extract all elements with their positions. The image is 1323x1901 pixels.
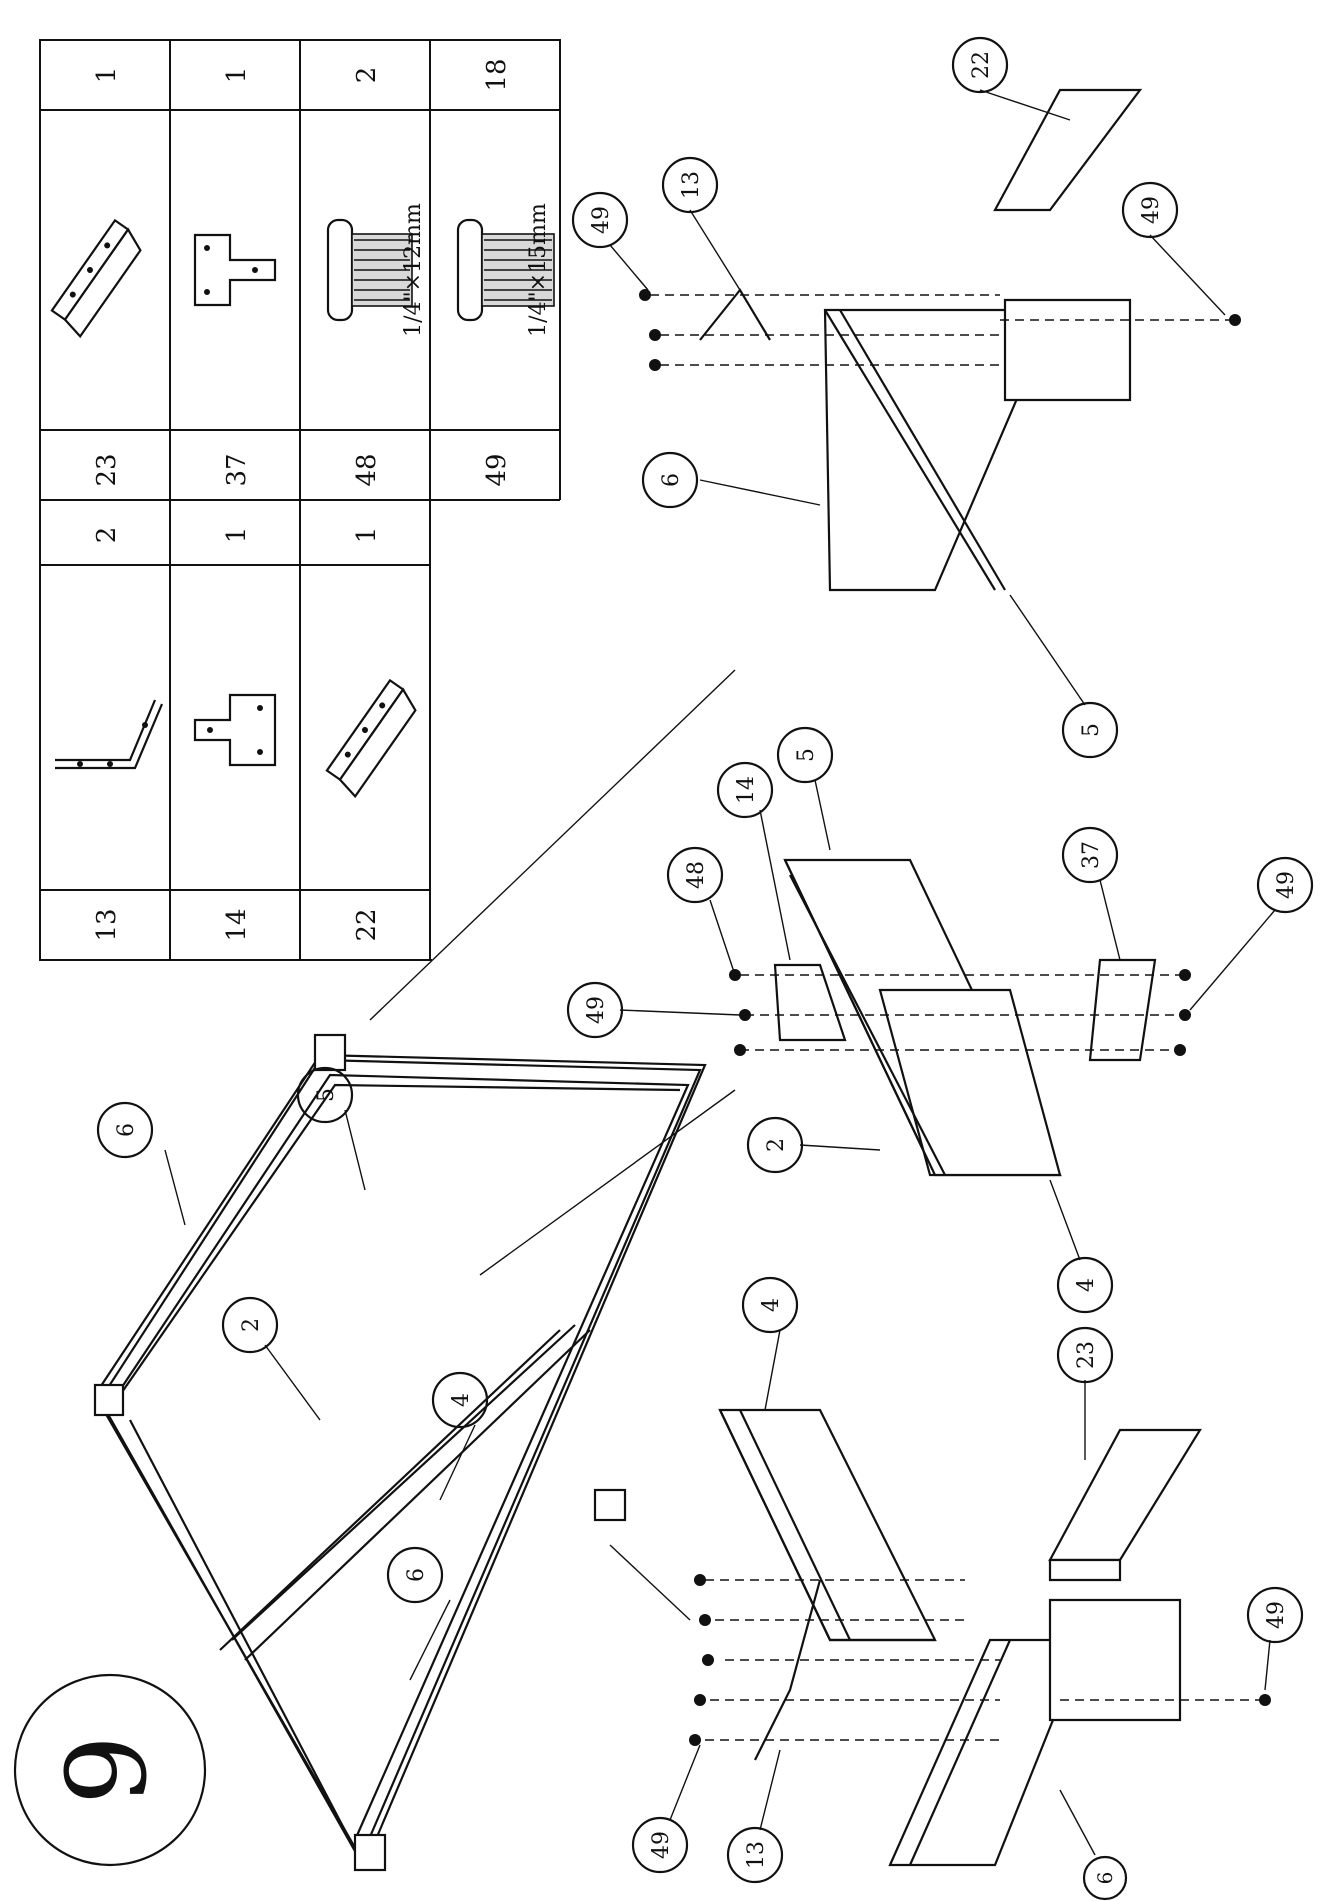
svg-text:4: 4 — [449, 1393, 474, 1407]
callout-bubble: 6 — [641, 451, 699, 509]
t-plate-icon — [193, 233, 277, 307]
parts-table-id: 49 — [482, 453, 512, 486]
svg-text:6: 6 — [1093, 1872, 1117, 1885]
callout-bubble: 5 — [776, 726, 834, 784]
callout-bubble: 13 — [726, 1826, 784, 1884]
svg-text:2: 2 — [764, 1138, 789, 1152]
callout-bubble: 5 — [1061, 701, 1119, 759]
parts-table-qty: 1 — [92, 67, 122, 84]
svg-text:49: 49 — [1264, 1601, 1289, 1629]
parts-table-id: 48 — [352, 453, 382, 486]
svg-text:22: 22 — [969, 51, 994, 79]
svg-text:48: 48 — [684, 861, 709, 889]
parts-table-qty: 2 — [92, 527, 122, 544]
parts-table-id: 13 — [92, 908, 122, 941]
callout-bubble: 23 — [1056, 1326, 1114, 1384]
detail-right — [639, 88, 1241, 592]
step-badge: 9 — [13, 1673, 207, 1867]
angle-rail-icon — [325, 678, 417, 799]
callout-bubble: 49 — [566, 981, 624, 1039]
svg-text:49: 49 — [1139, 196, 1164, 224]
callout-bubble: 48 — [666, 846, 724, 904]
angle-rail-icon — [50, 218, 142, 339]
callout-bubble: 5 — [296, 1066, 354, 1124]
callout-bubble: 6 — [1082, 1855, 1128, 1901]
detail-left — [689, 1408, 1271, 1867]
callout-bubble: 4 — [431, 1371, 489, 1429]
parts-table-id: 14 — [222, 908, 252, 941]
svg-text:2: 2 — [239, 1318, 264, 1332]
callout-bubbles: 6 5 2 4 6 4 23 49 49 13 6 5 14 48 49 37 … — [96, 36, 1314, 1901]
svg-text:13: 13 — [679, 171, 704, 199]
parts-table-qty: 1 — [222, 527, 252, 544]
callout-bubble: 49 — [1256, 856, 1314, 914]
detail-middle — [729, 858, 1191, 1177]
callout-bubble: 49 — [1246, 1586, 1304, 1644]
callout-bubble: 49 — [571, 191, 629, 249]
parts-table: 1 1 2 18 23 37 48 49 2 1 1 13 14 22 — [39, 39, 562, 962]
step-circle — [13, 1673, 207, 1867]
svg-text:5: 5 — [1079, 723, 1104, 737]
callout-bubble: 6 — [96, 1101, 154, 1159]
svg-text:5: 5 — [314, 1088, 339, 1102]
callout-bubble: 37 — [1061, 826, 1119, 884]
parts-table-qty: 2 — [352, 67, 382, 84]
callout-bubble: 2 — [221, 1296, 279, 1354]
parts-table-id: 23 — [92, 453, 122, 486]
screw-icon — [326, 218, 413, 322]
callout-bubble: 49 — [631, 1816, 689, 1874]
parts-table-qty: 1 — [352, 527, 382, 544]
svg-text:4: 4 — [1074, 1278, 1099, 1292]
callout-bubble: 2 — [746, 1116, 804, 1174]
callout-leaders — [164, 89, 1276, 1856]
step-number: 9 — [43, 1735, 171, 1805]
callout-bubble: 4 — [1056, 1256, 1114, 1314]
svg-text:6: 6 — [114, 1123, 139, 1137]
svg-text:37: 37 — [1079, 841, 1104, 869]
screw-icon — [456, 218, 555, 322]
parts-table-id: 22 — [352, 908, 382, 941]
svg-text:49: 49 — [589, 206, 614, 234]
t-plate-icon — [193, 693, 277, 767]
parts-table-qty: 1 — [222, 67, 252, 84]
screw-size-label: 1/4"×15mm — [526, 203, 551, 337]
svg-text:49: 49 — [1274, 871, 1299, 899]
parts-table-id: 37 — [222, 453, 252, 486]
callout-bubble: 6 — [386, 1546, 444, 1604]
svg-text:23: 23 — [1074, 1341, 1099, 1369]
parts-table-qty: 18 — [482, 58, 512, 91]
svg-text:6: 6 — [659, 473, 684, 487]
screw-size-label: 1/4"×12mm — [401, 203, 426, 337]
assembled-frame — [93, 1033, 707, 1872]
svg-text:13: 13 — [744, 1841, 769, 1869]
callout-bubble: 49 — [1121, 181, 1179, 239]
svg-text:49: 49 — [649, 1831, 674, 1859]
svg-text:5: 5 — [794, 748, 819, 762]
svg-text:6: 6 — [404, 1568, 429, 1582]
svg-text:14: 14 — [734, 776, 759, 804]
svg-text:49: 49 — [584, 996, 609, 1024]
callout-bubble: 13 — [661, 156, 719, 214]
callout-bubble: 14 — [716, 761, 774, 819]
angle-bracket-icon — [55, 699, 164, 770]
callout-bubble: 4 — [741, 1276, 799, 1334]
callout-bubble: 22 — [951, 36, 1009, 94]
svg-text:4: 4 — [759, 1298, 784, 1312]
